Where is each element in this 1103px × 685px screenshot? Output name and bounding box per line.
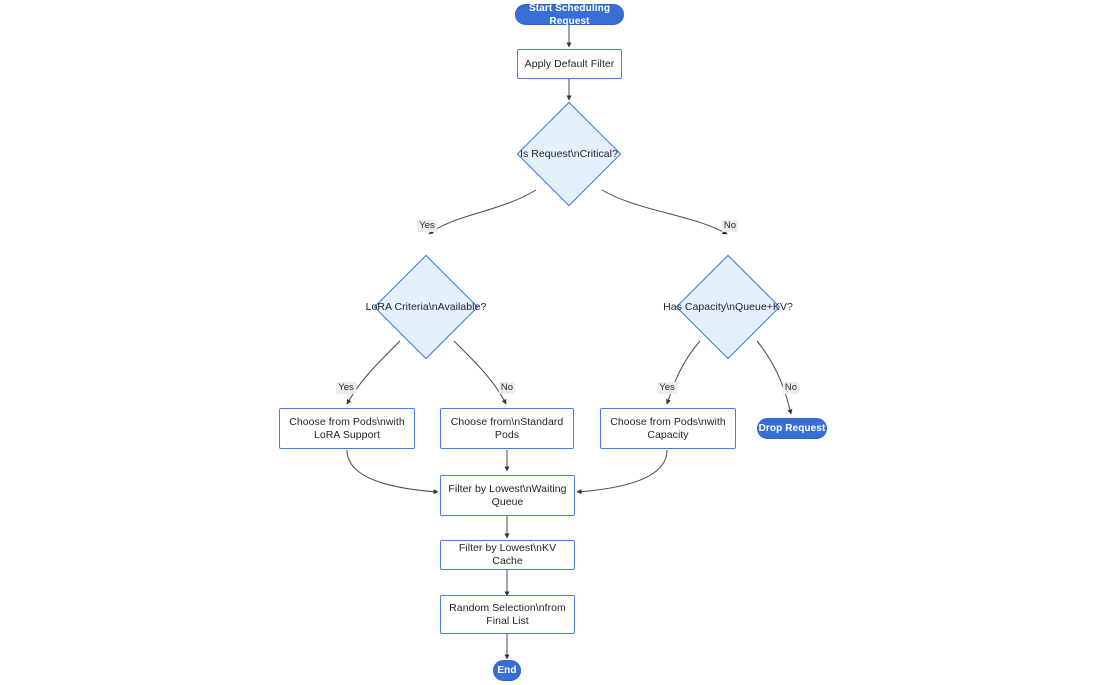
node-start-label: Start Scheduling Request [528, 2, 611, 27]
edge-label-capacity-no: No [782, 382, 800, 394]
edge-capacity-no-to-drop [756, 340, 793, 415]
node-random-selection[interactable]: Random Selection\nfrom Final List [440, 595, 575, 634]
node-start[interactable]: Start Scheduling Request [515, 2, 624, 27]
edge-choose-lora-to-filter-queue [346, 449, 439, 495]
node-has-capacity-label: Has Capacity\nQueue+KV? [663, 300, 793, 313]
node-choose-standard-pods[interactable]: Choose from\nStandard Pods [440, 408, 574, 449]
node-drop-request[interactable]: Drop Request [757, 418, 827, 439]
edge-label-critical-no: No [721, 220, 739, 232]
node-filter-kv-cache[interactable]: Filter by Lowest\nKV Cache [440, 540, 575, 570]
edge-capacity-yes-to-choose-capacity [666, 340, 701, 405]
edge-critical-no-to-capacity [601, 189, 728, 235]
edge-label-lora-no: No [498, 382, 516, 394]
edge-lora-yes-to-choose-lora [346, 340, 401, 405]
node-has-capacity[interactable]: Has Capacity\nQueue+KV? [663, 254, 793, 360]
node-apply-default-filter-label: Apply Default Filter [524, 57, 615, 70]
node-filter-kv-cache-label: Filter by Lowest\nKV Cache [458, 542, 557, 567]
node-choose-standard-pods-label: Choose from\nStandard Pods [450, 415, 564, 441]
edge-choose-capacity-to-filter-queue [576, 449, 668, 495]
edge-critical-yes-to-lora [428, 189, 537, 235]
edge-label-lora-yes: Yes [336, 382, 356, 394]
edge-lora-no-to-choose-standard [453, 340, 507, 405]
node-lora-criteria-available[interactable]: LoRA Criteria\nAvailable? [366, 254, 486, 360]
node-is-request-critical-label: Is Request\nCritical? [520, 147, 618, 160]
node-random-selection-label: Random Selection\nfrom Final List [449, 601, 566, 627]
node-end[interactable]: End [493, 660, 521, 681]
node-choose-lora-pods[interactable]: Choose from Pods\nwith LoRA Support [279, 408, 415, 449]
node-choose-capacity-pods-label: Choose from Pods\nwith Capacity [610, 415, 726, 441]
node-choose-lora-pods-label: Choose from Pods\nwith LoRA Support [289, 415, 405, 441]
edge-label-critical-yes: Yes [417, 220, 437, 232]
node-lora-criteria-available-label: LoRA Criteria\nAvailable? [365, 300, 487, 313]
node-end-label: End [497, 665, 517, 676]
node-choose-capacity-pods[interactable]: Choose from Pods\nwith Capacity [600, 408, 736, 449]
node-drop-request-label: Drop Request [758, 423, 826, 434]
node-is-request-critical[interactable]: Is Request\nCritical? [516, 101, 622, 207]
node-filter-waiting-queue[interactable]: Filter by Lowest\nWaiting Queue [440, 475, 575, 516]
edge-label-capacity-yes: Yes [657, 382, 677, 394]
node-apply-default-filter[interactable]: Apply Default Filter [517, 49, 622, 79]
node-filter-waiting-queue-label: Filter by Lowest\nWaiting Queue [448, 482, 567, 508]
